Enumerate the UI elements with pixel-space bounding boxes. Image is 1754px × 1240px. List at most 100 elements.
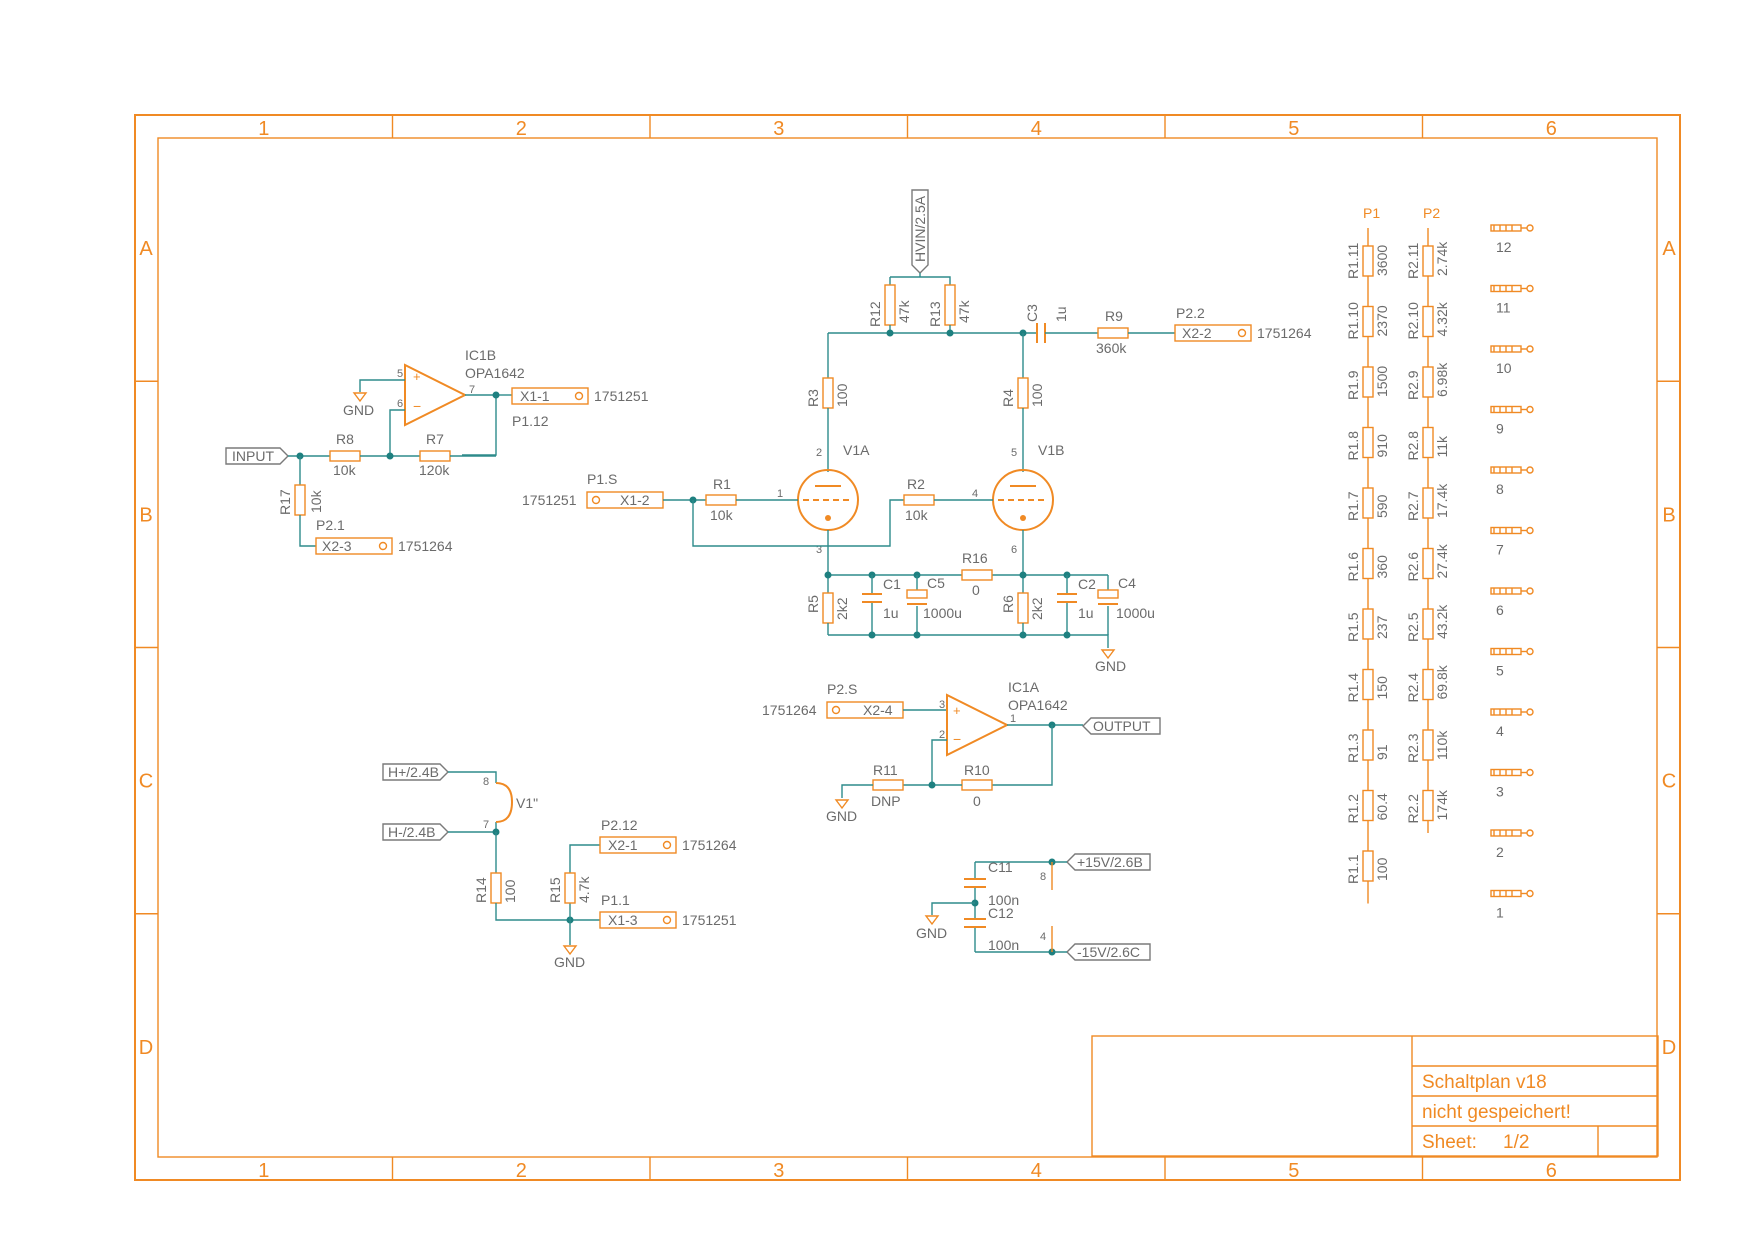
ladder-resistor-value: 6.98k: [1434, 362, 1450, 397]
svg-text:2k2: 2k2: [1029, 597, 1045, 620]
capacitor-c4: [1097, 589, 1119, 599]
frame-row-label-left: B: [139, 504, 152, 526]
ic1a-stage: X2-4 1751264 P2.S + − IC1A OPA1642 3 2 1…: [762, 679, 1161, 824]
hplus-port: [382, 763, 449, 781]
ladder-resistor-name: R2.5: [1405, 612, 1421, 642]
svg-text:6: 6: [397, 398, 403, 410]
ladder-resistor-value: 4.32k: [1434, 301, 1450, 336]
ladder-resistor-name: R1.1: [1345, 854, 1361, 884]
svg-text:IC1B: IC1B: [465, 347, 496, 363]
ladder-resistor: [1422, 608, 1434, 640]
svg-text:P2: P2: [1423, 205, 1440, 221]
resistor-r2: [903, 494, 935, 506]
resistor-r10: [961, 779, 993, 791]
frame-row-label-left: C: [139, 771, 153, 793]
ladder-resistor-name: R2.11: [1405, 242, 1421, 279]
svg-text:7: 7: [469, 384, 475, 396]
svg-text:R5: R5: [805, 595, 821, 613]
frame-col-label-top: 6: [1546, 118, 1557, 140]
resistor-r8: [329, 450, 361, 462]
svg-text:1751264: 1751264: [1257, 325, 1312, 341]
svg-text:2: 2: [939, 729, 945, 741]
svg-text:10k: 10k: [333, 462, 357, 478]
ladder-resistor-value: 150: [1374, 676, 1390, 700]
svg-text:GND: GND: [1095, 658, 1126, 674]
svg-text:X1-3: X1-3: [608, 912, 638, 928]
ladder-resistor-value: 2.74k: [1434, 241, 1450, 276]
hminus-port: [382, 823, 449, 841]
pad-label: 5: [1496, 663, 1504, 679]
frame-col-label-top: 5: [1288, 118, 1299, 140]
svg-text:R14: R14: [473, 877, 489, 903]
svg-text:OPA1642: OPA1642: [465, 365, 525, 381]
ladder-resistor-name: R2.10: [1405, 302, 1421, 340]
svg-text:C1: C1: [883, 576, 901, 592]
frame-col-label-top: 4: [1031, 118, 1042, 140]
svg-text:R3: R3: [805, 389, 821, 407]
svg-text:INPUT: INPUT: [232, 448, 274, 464]
svg-text:100: 100: [834, 383, 850, 407]
ladder-resistor: [1362, 789, 1374, 822]
svg-text:X2-3: X2-3: [322, 538, 352, 554]
frame-row-label-right: C: [1662, 771, 1676, 793]
ladder-resistor: [1422, 305, 1434, 338]
ladder-resistor-name: R2.7: [1405, 491, 1421, 521]
resistor-r7: [419, 450, 451, 462]
svg-text:R17: R17: [277, 489, 293, 515]
svg-text:R16: R16: [962, 550, 988, 566]
svg-text:0: 0: [973, 793, 981, 809]
svg-text:3: 3: [816, 544, 822, 556]
ladder-resistor-name: R1.9: [1345, 370, 1361, 400]
svg-text:6: 6: [1011, 544, 1017, 556]
ladder-resistor: [1422, 547, 1434, 580]
hvin-port: [911, 189, 929, 274]
svg-text:100: 100: [1029, 383, 1045, 407]
ladder-resistor-name: R1.10: [1345, 302, 1361, 340]
svg-text:1751251: 1751251: [522, 492, 577, 508]
ladder-resistor: [1362, 547, 1374, 580]
svg-text:100n: 100n: [988, 892, 1019, 908]
status-text: nicht gespeichert!: [1422, 1102, 1571, 1123]
svg-text:0: 0: [972, 582, 980, 598]
svg-text:R2: R2: [907, 476, 925, 492]
svg-text:+: +: [953, 703, 961, 718]
svg-text:1: 1: [777, 488, 783, 500]
frame-col-label-bottom: 4: [1031, 1160, 1042, 1182]
svg-text:5: 5: [1011, 447, 1017, 459]
resistor-r1: [705, 494, 737, 506]
ladder-resistor: [1422, 426, 1434, 459]
svg-text:1u: 1u: [1053, 306, 1069, 322]
ladder-resistor: [1362, 608, 1374, 640]
capacitor-c5: [906, 589, 928, 599]
svg-text:R7: R7: [426, 431, 444, 447]
ladder-resistor-value: 100: [1374, 857, 1390, 881]
ladder-resistor-value: 910: [1374, 434, 1390, 458]
connector-x1-3: [599, 911, 677, 929]
svg-text:1751251: 1751251: [594, 388, 649, 404]
svg-text:GND: GND: [343, 402, 374, 418]
ladder-resistor: [1362, 245, 1374, 277]
resistor-r6: [1017, 592, 1029, 624]
svg-text:R10: R10: [964, 762, 990, 778]
ladder-resistor-value: 3600: [1374, 245, 1390, 276]
svg-text:OPA1642: OPA1642: [1008, 697, 1068, 713]
svg-text:IC1A: IC1A: [1008, 679, 1040, 695]
svg-text:GND: GND: [826, 808, 857, 824]
svg-text:P1: P1: [1363, 205, 1380, 221]
output-port: [1082, 717, 1161, 735]
heater-v1: [495, 782, 514, 823]
svg-text:V1B: V1B: [1038, 442, 1064, 458]
ladder-resistor: [1362, 850, 1374, 882]
ladder-resistor: [1362, 366, 1374, 398]
frame-row-label-right: D: [1662, 1037, 1676, 1059]
connector-x1-1: [511, 387, 589, 405]
ladder-resistor-name: R2.4: [1405, 673, 1421, 703]
svg-text:5: 5: [397, 368, 403, 380]
svg-text:47k: 47k: [896, 299, 912, 323]
ladder-resistor-value: 2370: [1374, 305, 1390, 336]
resistor-r13: [944, 284, 956, 326]
supply-section: +15V/2.6B -15V/2.6C 8 4 GND C11 100n C12…: [916, 853, 1151, 961]
svg-text:C2: C2: [1078, 576, 1096, 592]
